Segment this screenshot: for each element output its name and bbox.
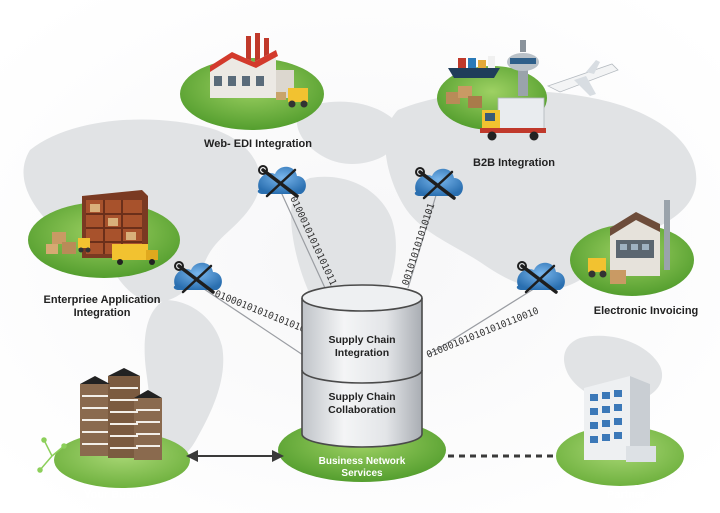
web-edi-label: Web- EDI Integration (204, 138, 312, 150)
cloud-tools-icon (516, 261, 565, 294)
tree-icon (37, 437, 67, 473)
supply-chain-cylinder (301, 284, 423, 448)
office-tower-icon (584, 376, 656, 462)
enterprise-label-line2: Integration (74, 307, 131, 319)
cloud-tools-icon (173, 261, 222, 294)
b2b-label: B2B Integration (473, 157, 555, 169)
forklift-icon (78, 238, 91, 253)
truck-icon (112, 244, 158, 265)
enterprise-node (28, 190, 180, 278)
platform-label-line1: Business Network (319, 456, 406, 467)
cylinder-top-line1: Supply Chain (328, 334, 395, 346)
cylinder-bottom-line2: Collaboration (328, 404, 396, 416)
control-tower-icon (507, 40, 539, 96)
platform-label-line2: Services (341, 468, 383, 479)
invoicing-label: Electronic Invoicing (594, 305, 699, 317)
airplane-icon (546, 60, 619, 96)
b2b-node (437, 40, 619, 141)
enterprise-label-line1: Enterpriee Application (44, 294, 161, 306)
invoicing-node (570, 200, 694, 296)
factory-icon (210, 33, 294, 98)
cylinder-top-line2: Integration (335, 347, 389, 359)
cloud-tools-icon (257, 165, 306, 198)
cylinder-bottom-line1: Supply Chain (328, 391, 395, 403)
web-edi-node (180, 33, 324, 130)
boxes-icon (446, 86, 482, 108)
business-connector-arrow (186, 450, 284, 462)
boxes-icon (46, 232, 76, 254)
partner-node (556, 376, 684, 486)
forklift-icon (588, 258, 626, 284)
office-buildings-icon (80, 368, 162, 460)
partner-label: Partner (607, 489, 646, 501)
connection-lines (197, 191, 541, 356)
truck-icon (480, 97, 546, 141)
cloud-tools-icon (414, 167, 463, 200)
factory-icon (610, 200, 670, 276)
forklift-icon (276, 88, 308, 108)
your-business-label: Your Business (84, 489, 160, 501)
cargo-ship-icon (448, 56, 500, 78)
your-business-node (37, 368, 190, 488)
